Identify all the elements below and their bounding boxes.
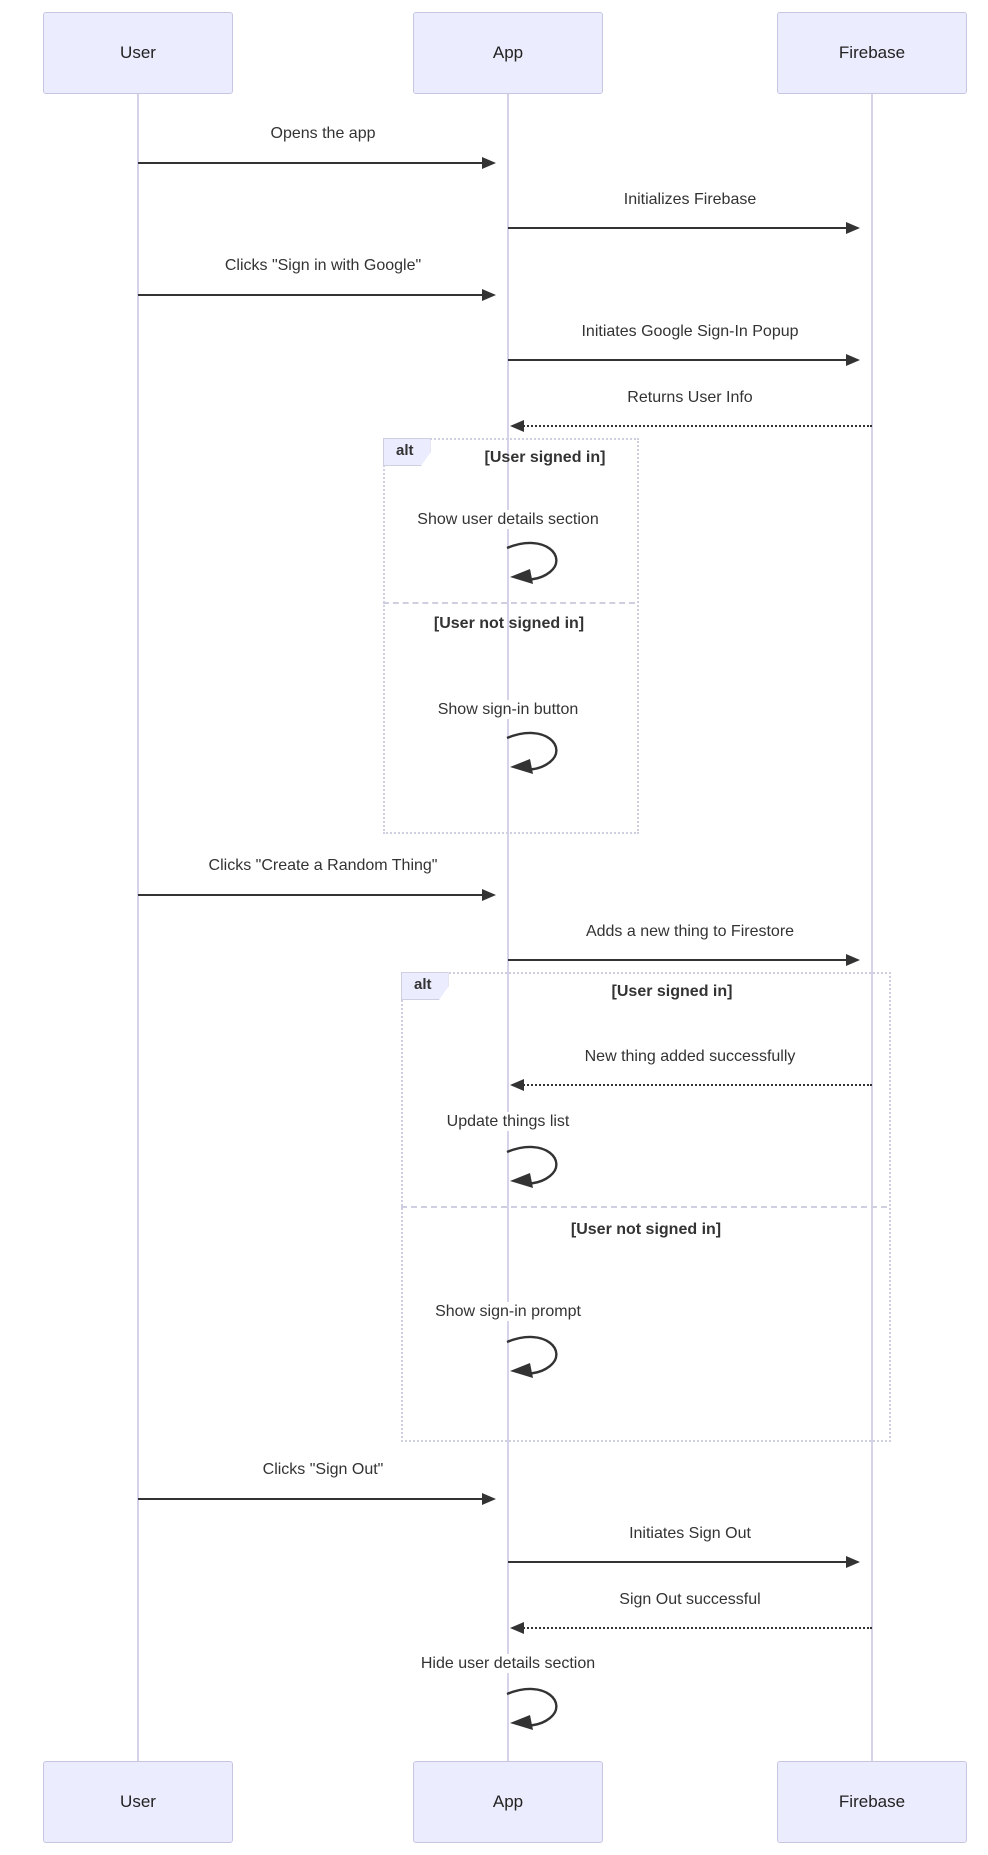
alt-frame-1: [383, 438, 639, 834]
participant-user-bottom: User: [43, 1761, 233, 1843]
message-label: Clicks "Sign in with Google": [220, 256, 426, 276]
message-label: Clicks "Create a Random Thing": [204, 856, 442, 876]
message-label: Show sign-in prompt: [431, 1302, 585, 1322]
self-loop-arrow: [506, 541, 558, 584]
message-label: Show sign-in button: [433, 700, 583, 720]
message-label: Clicks "Sign Out": [258, 1460, 388, 1480]
participant-app-top: App: [413, 12, 603, 94]
lifeline-app: [507, 94, 509, 1761]
message-arrow: [508, 954, 860, 966]
self-loop-arrow: [506, 1687, 558, 1730]
message-label: Initiates Google Sign-In Popup: [577, 322, 803, 342]
message-label: Sign Out successful: [615, 1590, 765, 1610]
alt-label: alt: [401, 972, 449, 1000]
message-arrow: [510, 1079, 872, 1091]
alt-condition: [User not signed in]: [570, 1221, 722, 1238]
message-label: Update things list: [442, 1112, 574, 1132]
message-arrow: [138, 289, 496, 301]
lifeline-firebase: [871, 94, 873, 1761]
message-label: Opens the app: [266, 124, 380, 144]
participant-user-top: User: [43, 12, 233, 94]
message-label: Returns User Info: [623, 388, 757, 408]
message-arrow: [138, 157, 496, 169]
participant-firebase-top: Firebase: [777, 12, 967, 94]
message-label: Initializes Firebase: [619, 190, 761, 210]
alt-condition: [User signed in]: [611, 983, 733, 1000]
alt-condition: [User signed in]: [484, 449, 606, 466]
alt-condition: [User not signed in]: [433, 615, 585, 632]
message-label: Initiates Sign Out: [625, 1524, 755, 1544]
participant-app-bottom: App: [413, 1761, 603, 1843]
message-arrow: [510, 1622, 872, 1634]
self-loop-arrow: [506, 731, 558, 774]
message-arrow: [508, 354, 860, 366]
message-arrow: [510, 420, 872, 432]
message-label: Hide user details section: [416, 1654, 600, 1674]
message-label: New thing added successfully: [580, 1047, 800, 1067]
self-loop-arrow: [506, 1145, 558, 1188]
participant-firebase-bottom: Firebase: [777, 1761, 967, 1843]
message-label: Adds a new thing to Firestore: [581, 922, 799, 942]
lifeline-user: [137, 94, 139, 1761]
message-arrow: [508, 222, 860, 234]
alt-divider: [383, 602, 635, 604]
message-arrow: [138, 1493, 496, 1505]
message-arrow: [138, 889, 496, 901]
message-label: Show user details section: [413, 510, 603, 530]
message-arrow: [508, 1556, 860, 1568]
alt-label: alt: [383, 438, 431, 466]
alt-divider: [401, 1206, 887, 1208]
self-loop-arrow: [506, 1335, 558, 1378]
